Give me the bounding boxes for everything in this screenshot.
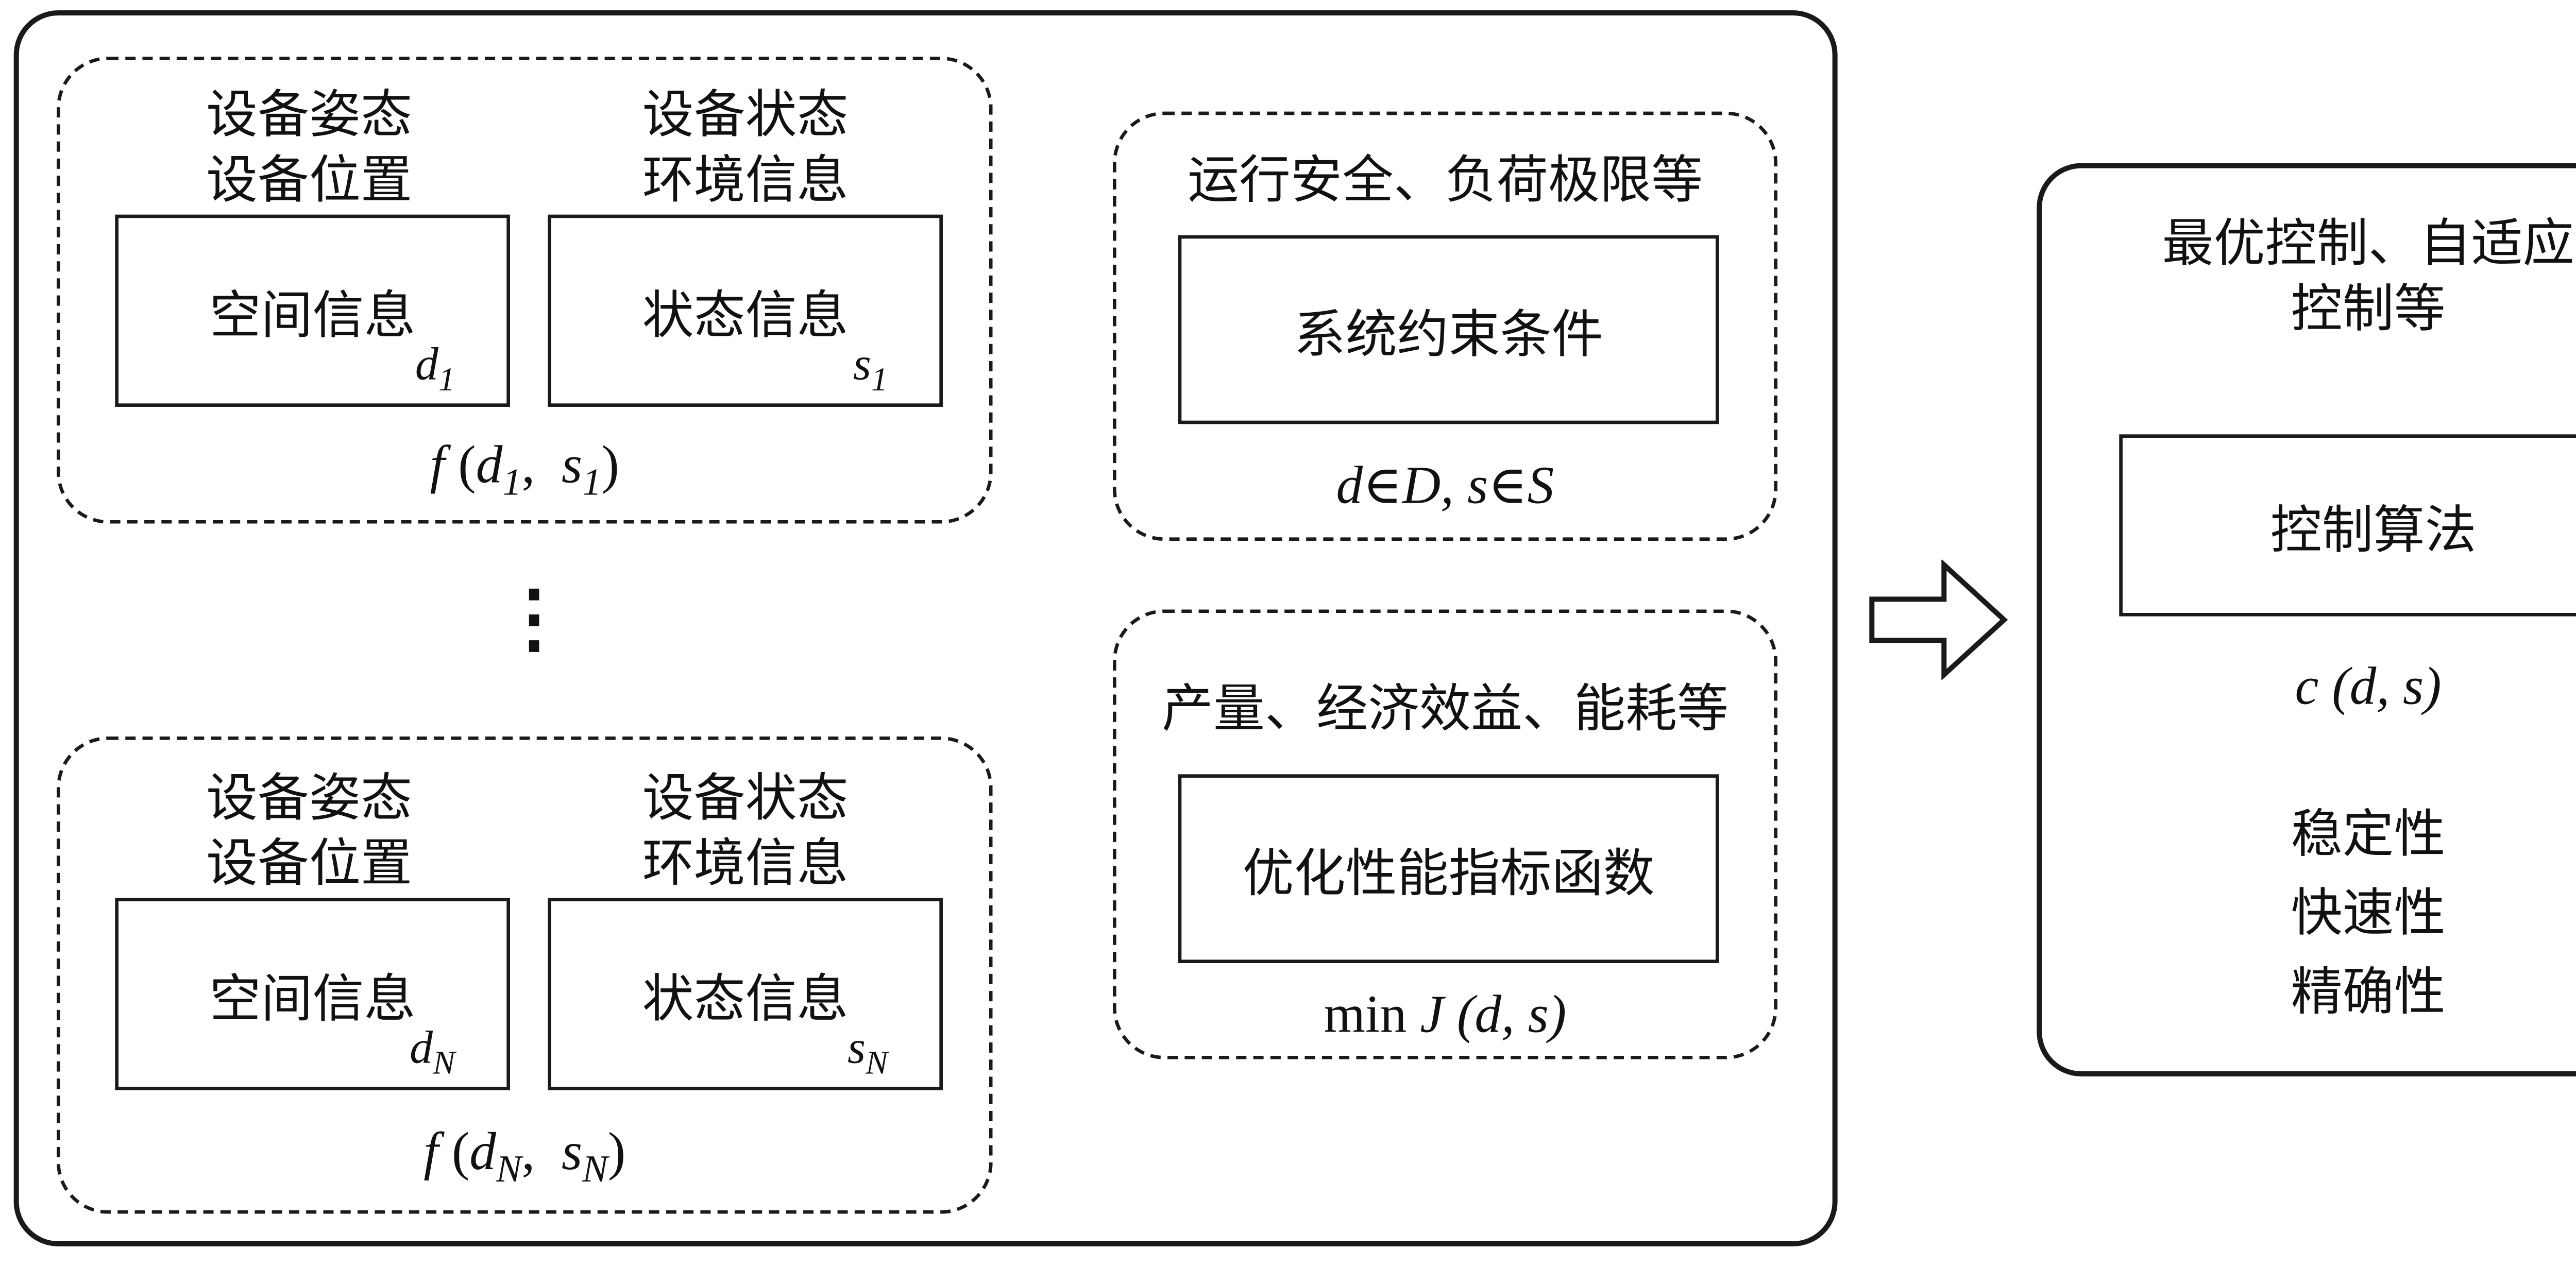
device-pose-label-n: 设备姿态 设备位置 bbox=[112, 767, 507, 898]
control-formula: c (d, s) bbox=[2295, 656, 2442, 716]
control-algorithm-text: 控制算法 bbox=[2270, 503, 2477, 560]
paren-close: ) bbox=[601, 434, 619, 494]
device-formula-1: f (d1, s1) bbox=[60, 434, 989, 505]
v2-sub: N bbox=[582, 1147, 608, 1190]
system-model-container: 设备姿态 设备位置 设备状态 环境信息 空间信息 d1 状态信息 s1 f (d… bbox=[13, 10, 1838, 1246]
device-formula-n: f (dN, sN) bbox=[60, 1121, 989, 1192]
device-state-line2: 环境信息 bbox=[642, 152, 849, 210]
status-var-1: s1 bbox=[853, 337, 888, 400]
constraints-box: 系统约束条件 bbox=[1178, 235, 1719, 424]
paren-open: ( bbox=[445, 434, 476, 494]
spatial-var-n: dN bbox=[410, 1021, 455, 1083]
fn: f bbox=[430, 434, 445, 494]
var-s-sub: N bbox=[866, 1045, 888, 1082]
device-pose-line2: 设备位置 bbox=[206, 152, 412, 210]
objective-function: J (d, s) bbox=[1420, 983, 1567, 1044]
objective-box-text: 优化性能指标函数 bbox=[1242, 846, 1655, 903]
objective-label: 产量、经济效益、能耗等 bbox=[1161, 681, 1728, 739]
paren-open: ( bbox=[438, 1121, 470, 1182]
var-d: d bbox=[410, 1021, 433, 1073]
control-properties: 稳定性 快速性 精确性 bbox=[2042, 797, 2576, 1034]
device-state-label-1: 设备状态 环境信息 bbox=[548, 84, 943, 214]
spatial-var-1: d1 bbox=[415, 337, 455, 400]
property-rapidity: 快速性 bbox=[2291, 885, 2446, 943]
objective-box: 优化性能指标函数 bbox=[1178, 774, 1719, 963]
v1: d bbox=[469, 1121, 496, 1182]
var-d-sub: N bbox=[433, 1045, 455, 1082]
device-pose-line2: 设备位置 bbox=[206, 836, 412, 893]
v2-sub: 1 bbox=[582, 460, 602, 504]
spatial-info-text: 空间信息 bbox=[209, 971, 416, 1029]
vertical-ellipsis: ⋮ bbox=[496, 576, 572, 661]
status-info-box-1: 状态信息 s1 bbox=[548, 214, 943, 407]
control-title-line2: 控制等 bbox=[2291, 281, 2446, 338]
var-d-sub: 1 bbox=[438, 362, 455, 399]
property-stability: 稳定性 bbox=[2291, 807, 2446, 864]
paren-close: ) bbox=[607, 1121, 626, 1182]
device-pose-label-1: 设备姿态 设备位置 bbox=[112, 84, 507, 214]
v1: d bbox=[476, 434, 503, 494]
sep: , bbox=[521, 434, 562, 494]
device-state-line2: 环境信息 bbox=[642, 836, 849, 893]
objective-formula: min J (d, s) bbox=[1116, 984, 1774, 1046]
sep: , bbox=[521, 1121, 562, 1182]
spatial-info-text: 空间信息 bbox=[209, 288, 416, 345]
device-pose-line1: 设备姿态 bbox=[206, 771, 412, 828]
spatial-info-box-1: 空间信息 d1 bbox=[115, 214, 510, 407]
status-info-box-n: 状态信息 sN bbox=[548, 898, 943, 1090]
device-pose-line1: 设备姿态 bbox=[206, 87, 412, 144]
device-state-label-n: 设备状态 环境信息 bbox=[548, 767, 943, 898]
var-s-sub: 1 bbox=[871, 362, 888, 399]
status-info-text: 状态信息 bbox=[642, 971, 849, 1029]
var-s: s bbox=[853, 337, 871, 389]
status-info-text: 状态信息 bbox=[642, 288, 849, 345]
control-algorithm-box: 控制算法 bbox=[2119, 434, 2576, 617]
control-title: 最优控制、自适应 控制等 bbox=[2042, 213, 2576, 343]
v2: s bbox=[562, 434, 583, 494]
device-group-1: 设备姿态 设备位置 设备状态 环境信息 空间信息 d1 状态信息 s1 f (d… bbox=[56, 56, 993, 524]
device-state-line1: 设备状态 bbox=[642, 87, 849, 144]
spatial-info-box-n: 空间信息 dN bbox=[115, 898, 510, 1090]
constraints-box-text: 系统约束条件 bbox=[1294, 307, 1603, 364]
fn: f bbox=[423, 1121, 438, 1182]
objective-group: 产量、经济效益、能耗等 优化性能指标函数 min J (d, s) bbox=[1112, 609, 1777, 1059]
v1-sub: N bbox=[496, 1147, 522, 1190]
device-group-n: 设备姿态 设备位置 设备状态 环境信息 空间信息 dN 状态信息 sN f (d… bbox=[56, 736, 993, 1214]
constraints-group: 运行安全、负荷极限等 系统约束条件 d∈D, s∈S bbox=[1112, 111, 1777, 541]
control-panel: 最优控制、自适应 控制等 控制算法 c (d, s) 稳定性 快速性 精确性 bbox=[2037, 163, 2576, 1076]
status-var-n: sN bbox=[848, 1021, 888, 1083]
constraints-formula: d∈D, s∈S bbox=[1336, 455, 1554, 515]
var-s: s bbox=[848, 1021, 866, 1073]
min-operator: min bbox=[1324, 983, 1420, 1044]
control-title-line1: 最优控制、自适应 bbox=[2162, 216, 2574, 273]
property-accuracy: 精确性 bbox=[2291, 965, 2446, 1022]
var-d: d bbox=[415, 337, 438, 389]
v1-sub: 1 bbox=[502, 460, 522, 504]
v2: s bbox=[562, 1121, 583, 1182]
device-state-line1: 设备状态 bbox=[642, 771, 849, 828]
flow-arrow-icon bbox=[1869, 559, 2008, 680]
constraints-label: 运行安全、负荷极限等 bbox=[1187, 152, 1703, 210]
